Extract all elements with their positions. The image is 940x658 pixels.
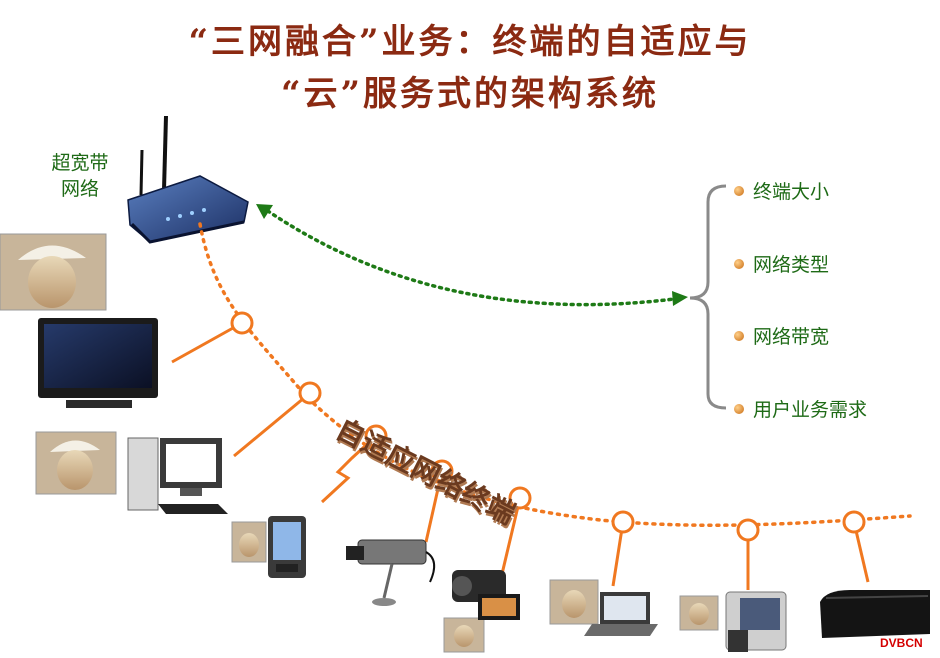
laptop-icon [584,592,658,636]
category-item: 网络带宽 [734,322,829,349]
watermark: DVBCN [880,636,923,650]
adaptation-arrow [256,204,688,307]
category-label: 网络类型 [753,254,830,276]
user-photo [35,431,117,495]
page-title-line2: “云”服务式的架构系统 [280,74,660,114]
bullet-icon [734,258,744,269]
network-label-line2: 网络 [60,178,99,200]
connection-nodes [230,311,866,542]
tv-icon [38,318,158,408]
category-label: 网络带宽 [753,326,830,348]
security-camera-icon [346,539,436,606]
category-label: 终端大小 [753,181,830,203]
page-title-line1: “三网融合”业务：终端的自适应与 [188,22,752,62]
category-brace [689,184,727,410]
router-icon [127,115,249,244]
category-label: 用户业务需求 [753,399,868,421]
bullet-icon [734,185,744,196]
pda-icon [268,516,306,578]
user-photo [549,579,599,625]
video-phone-icon [725,591,787,652]
bullet-icon [734,403,744,414]
category-item: 终端大小 [734,177,829,204]
user-photo [443,617,485,653]
set-top-box-icon [820,590,930,638]
user-photo [679,595,719,631]
user-photo [0,233,107,311]
desktop-pc-icon [127,437,228,514]
camcorder-icon [452,570,520,620]
network-label: 超宽带 网络 [42,150,118,202]
category-item: 网络类型 [734,250,829,277]
network-label-line1: 超宽带 [51,152,109,174]
category-item: 用户业务需求 [734,395,867,422]
user-photo [231,521,267,563]
bullet-icon [734,330,744,341]
